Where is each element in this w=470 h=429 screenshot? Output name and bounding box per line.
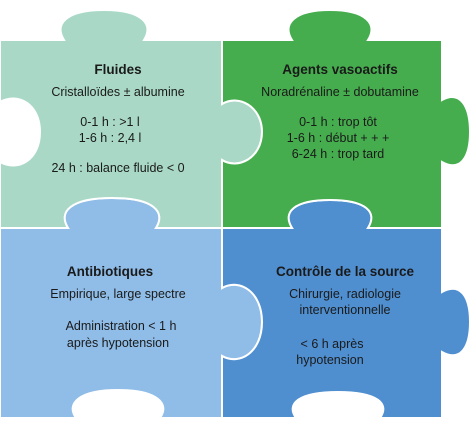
vasoactifs-line1: Noradrénaline ± dobutamine [261, 85, 419, 99]
fluides-line3: 1-6 h : 2,4 l [79, 131, 142, 145]
fluides-line4: 24 h : balance fluide < 0 [51, 161, 184, 175]
vasoactifs-line4: 6-24 h : trop tard [292, 147, 384, 161]
piece-vasoactifs-shape [221, 8, 470, 229]
antibiotiques-line2: Administration < 1 h [66, 319, 177, 333]
source-line4: hypotension [296, 353, 363, 367]
source-line3: < 6 h après [301, 337, 364, 351]
antibiotiques-line3: après hypotension [67, 336, 169, 350]
fluides-title: Fluides [94, 62, 141, 77]
antibiotiques-line1: Empirique, large spectre [50, 287, 186, 301]
fluides-line1: Cristalloïdes ± albumine [51, 85, 184, 99]
antibiotiques-title: Antibiotiques [67, 264, 153, 279]
vasoactifs-title: Agents vasoactifs [282, 62, 398, 77]
vasoactifs-line2: 0-1 h : trop tôt [299, 115, 377, 129]
source-line2: interventionnelle [299, 303, 390, 317]
piece-fluides: Fluides Cristalloïdes ± albumine 0-1 h :… [0, 8, 264, 229]
piece-vasoactifs: Agents vasoactifs Noradrénaline ± dobuta… [221, 8, 470, 229]
source-line1: Chirurgie, radiologie [289, 287, 401, 301]
source-title: Contrôle de la source [276, 264, 415, 279]
fluides-line2: 0-1 h : >1 l [80, 115, 139, 129]
vasoactifs-line3: 1-6 h : début + + + [287, 131, 390, 145]
